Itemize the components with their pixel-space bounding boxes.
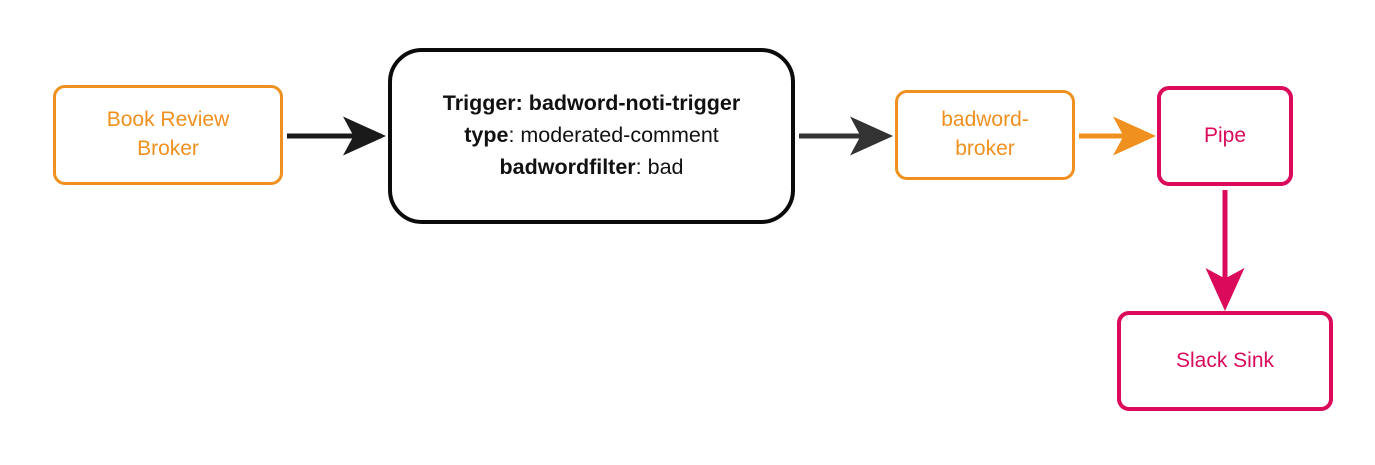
node-badword-broker[interactable]: badword- broker xyxy=(895,90,1075,180)
trigger-name-text: Trigger: badword-noti-trigger xyxy=(442,91,741,116)
node-badword-broker-label: badword- broker xyxy=(941,108,1029,160)
node-book-review-broker-label: Book Review Broker xyxy=(106,108,230,160)
node-pipe[interactable]: Pipe xyxy=(1157,86,1293,186)
trigger-line-name: Trigger: badword-noti-trigger xyxy=(443,88,740,120)
trigger-type-value: : moderated-comment xyxy=(508,123,719,148)
trigger-badwordfilter-key: badwordfilter xyxy=(499,154,636,179)
node-book-review-broker[interactable]: Book Review Broker xyxy=(53,85,283,185)
trigger-line-badwordfilter: badwordfilter: bad xyxy=(443,152,740,184)
node-trigger-detail: Trigger: badword-noti-trigger type: mode… xyxy=(443,88,740,183)
node-pipe-label: Pipe xyxy=(1203,123,1247,147)
trigger-type-key: type xyxy=(464,123,509,148)
node-slack-sink[interactable]: Slack Sink xyxy=(1117,311,1333,411)
node-trigger[interactable]: Trigger: badword-noti-trigger type: mode… xyxy=(388,48,795,224)
trigger-badwordfilter-value: : bad xyxy=(635,154,684,179)
trigger-line-type: type: moderated-comment xyxy=(443,120,740,152)
node-slack-sink-label: Slack Sink xyxy=(1175,348,1275,372)
